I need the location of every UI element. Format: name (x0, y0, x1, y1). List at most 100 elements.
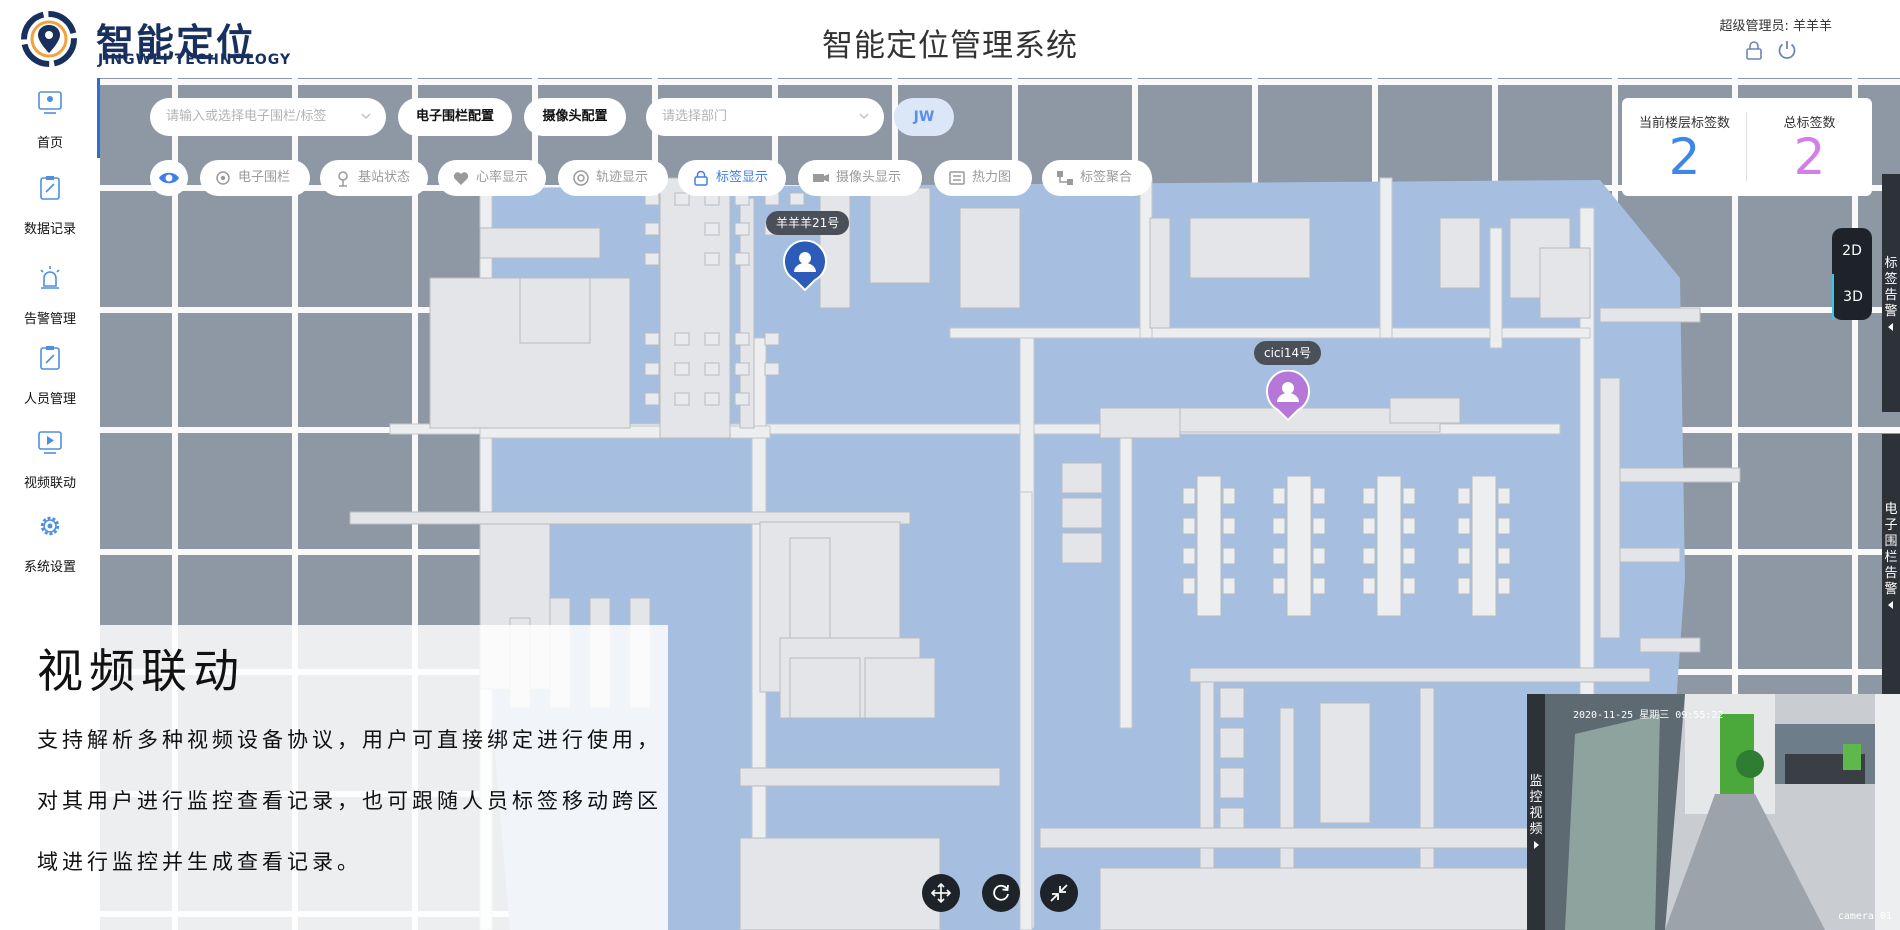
sidebar-item-label: 人员管理 (23, 392, 76, 407)
chevron-down-icon (361, 113, 371, 119)
sidebar-item-video-linkage[interactable]: 视频联动 (0, 418, 100, 498)
toggle-label: 基站状态 (358, 170, 411, 185)
eye-icon (159, 172, 179, 184)
department-select[interactable]: 请选择部门 (646, 98, 884, 136)
sidebar-item-label: 告警管理 (23, 312, 76, 327)
toggle-track[interactable]: 轨迹显示 (558, 160, 668, 196)
app-header: 智能定位 JINGWEI TECHNOLOGY 智能定位管理系统 超级管理员: … (0, 0, 1900, 78)
company-logo[interactable]: 智能定位 JINGWEI TECHNOLOGY (18, 8, 292, 72)
clipboard-pen-icon (40, 346, 60, 370)
toggle-label: 标签显示 (716, 170, 769, 185)
sidebar-item-data-records[interactable]: 数据记录 (0, 164, 100, 244)
fence-alarm-tab-label: 电子围栏告警 (1884, 502, 1898, 597)
shrink-icon (1050, 884, 1068, 902)
floor-map-canvas (100, 78, 1900, 930)
caret-left-icon (1888, 323, 1893, 331)
camera-name: camera 01 (1837, 911, 1892, 922)
toggle-label: 轨迹显示 (596, 170, 649, 185)
camera-feed-image (1545, 694, 1900, 930)
toggle-base-station[interactable]: 基站状态 (320, 160, 428, 196)
person-tag-marker[interactable] (781, 240, 829, 292)
floor-map[interactable] (100, 78, 1900, 930)
toggle-label: 标签聚合 (1080, 170, 1133, 185)
camera-timestamp: 2020-11-25 星期三 09:55:22 (1573, 710, 1724, 721)
sidebar-item-label: 视频联动 (23, 476, 76, 491)
stats-divider (1746, 112, 1747, 182)
total-tag-count: 总标签数 2 (1747, 98, 1872, 196)
camera-video[interactable]: 2020-11-25 星期三 09:55:22 camera 01 (1545, 694, 1900, 930)
caret-right-icon (1534, 841, 1539, 849)
camera-panel-tab[interactable]: 监控视频 (1527, 694, 1545, 930)
sidebar-item-personnel[interactable]: 人员管理 (0, 334, 100, 414)
feature-description: 支持解析多种视频设备协议，用户可直接绑定进行使用，对其用户进行监控查看记录，也可… (37, 728, 662, 874)
tag-label: 羊羊羊21号 (766, 211, 850, 235)
fence-tag-select-placeholder: 请输入或选择电子围栏/标签 (166, 109, 327, 124)
heart-icon (453, 172, 469, 185)
view-2d-button[interactable]: 2D (1842, 243, 1862, 259)
toggle-label: 电子围栏 (238, 170, 291, 185)
toggle-label: 摄像头显示 (836, 170, 902, 185)
page-title: 智能定位管理系统 (822, 28, 1078, 64)
logo-mark-icon (21, 11, 77, 67)
view-mode-switch: 2D 3D (1832, 228, 1872, 320)
map-pin-icon (38, 91, 62, 114)
floor-tag-count-label: 当前楼层标签数 (1638, 116, 1730, 131)
sidebar-item-label: 首页 (36, 136, 63, 151)
fence-config-button[interactable]: 电子围栏配置 (398, 98, 512, 136)
gear-icon (40, 516, 60, 536)
rotate-icon (993, 884, 1009, 901)
toggle-tag-display[interactable]: 标签显示 (678, 160, 786, 196)
alarm-icon (40, 266, 60, 289)
sidebar-item-system-settings[interactable]: 系统设置 (0, 502, 100, 582)
jw-button[interactable]: JW (894, 98, 954, 136)
feature-title: 视频联动 (37, 644, 245, 698)
pan-button[interactable] (922, 874, 960, 912)
logo-text-en: JINGWEI TECHNOLOGY (98, 52, 292, 68)
toggle-tag-cluster[interactable]: 标签聚合 (1042, 160, 1152, 196)
tag-alarm-tab[interactable]: 标签告警 (1882, 174, 1900, 412)
power-icon[interactable] (1776, 39, 1798, 61)
toggle-label: 热力图 (972, 170, 1012, 185)
feature-info-panel: 视频联动 支持解析多种视频设备协议，用户可直接绑定进行使用，对其用户进行监控查看… (0, 625, 668, 930)
person-tag-marker[interactable] (1264, 370, 1312, 422)
track-icon (573, 170, 589, 186)
visibility-toggle-button[interactable] (150, 160, 188, 196)
tag-label: cici14号 (1254, 341, 1322, 365)
toggle-heart-rate[interactable]: 心率显示 (438, 160, 546, 196)
collapse-button[interactable] (1040, 874, 1078, 912)
cluster-icon (1057, 171, 1073, 185)
chevron-down-icon (859, 113, 869, 119)
sidebar-item-home[interactable]: 首页 (0, 78, 100, 158)
camera-config-button[interactable]: 摄像头配置 (524, 98, 626, 136)
toggle-heatmap[interactable]: 热力图 (934, 160, 1032, 196)
move-icon (931, 883, 951, 903)
lock-icon[interactable] (1744, 40, 1764, 60)
station-icon (338, 171, 348, 187)
target-icon (216, 171, 230, 185)
heatmap-icon (949, 171, 965, 185)
fence-alarm-tab[interactable]: 电子围栏告警 (1882, 434, 1900, 694)
camera-panel-tab-label: 监控视频 (1529, 774, 1543, 837)
tag-alarm-tab-label: 标签告警 (1884, 256, 1898, 319)
view-3d-button[interactable]: 3D (1832, 274, 1872, 320)
total-tag-count-label: 总标签数 (1783, 116, 1836, 131)
fence-tag-select[interactable]: 请输入或选择电子围栏/标签 (150, 98, 386, 136)
rotate-button[interactable] (982, 874, 1020, 912)
logo-text-cn: 智能定位 (96, 21, 257, 65)
toggle-camera-display[interactable]: 摄像头显示 (798, 160, 922, 196)
play-icon (38, 431, 62, 454)
current-user: 超级管理员: 羊羊羊 (1719, 19, 1832, 34)
floor-tag-count: 当前楼层标签数 2 (1622, 98, 1747, 196)
sidebar-item-label: 数据记录 (23, 222, 76, 237)
floor-tag-count-value: 2 (1668, 128, 1701, 186)
caret-left-icon (1888, 601, 1893, 609)
tag-stats-card: 当前楼层标签数 2 总标签数 2 (1622, 98, 1872, 196)
tag-icon (694, 170, 708, 186)
camera-panel: 监控视频 2020-11-25 星期三 09:55:22 camera 01 (1527, 694, 1900, 930)
total-tag-count-value: 2 (1793, 128, 1826, 186)
department-select-placeholder: 请选择部门 (662, 109, 728, 124)
toggle-fence[interactable]: 电子围栏 (200, 160, 310, 196)
camera-icon (813, 174, 829, 182)
sidebar-item-alarm-management[interactable]: 告警管理 (0, 254, 100, 334)
